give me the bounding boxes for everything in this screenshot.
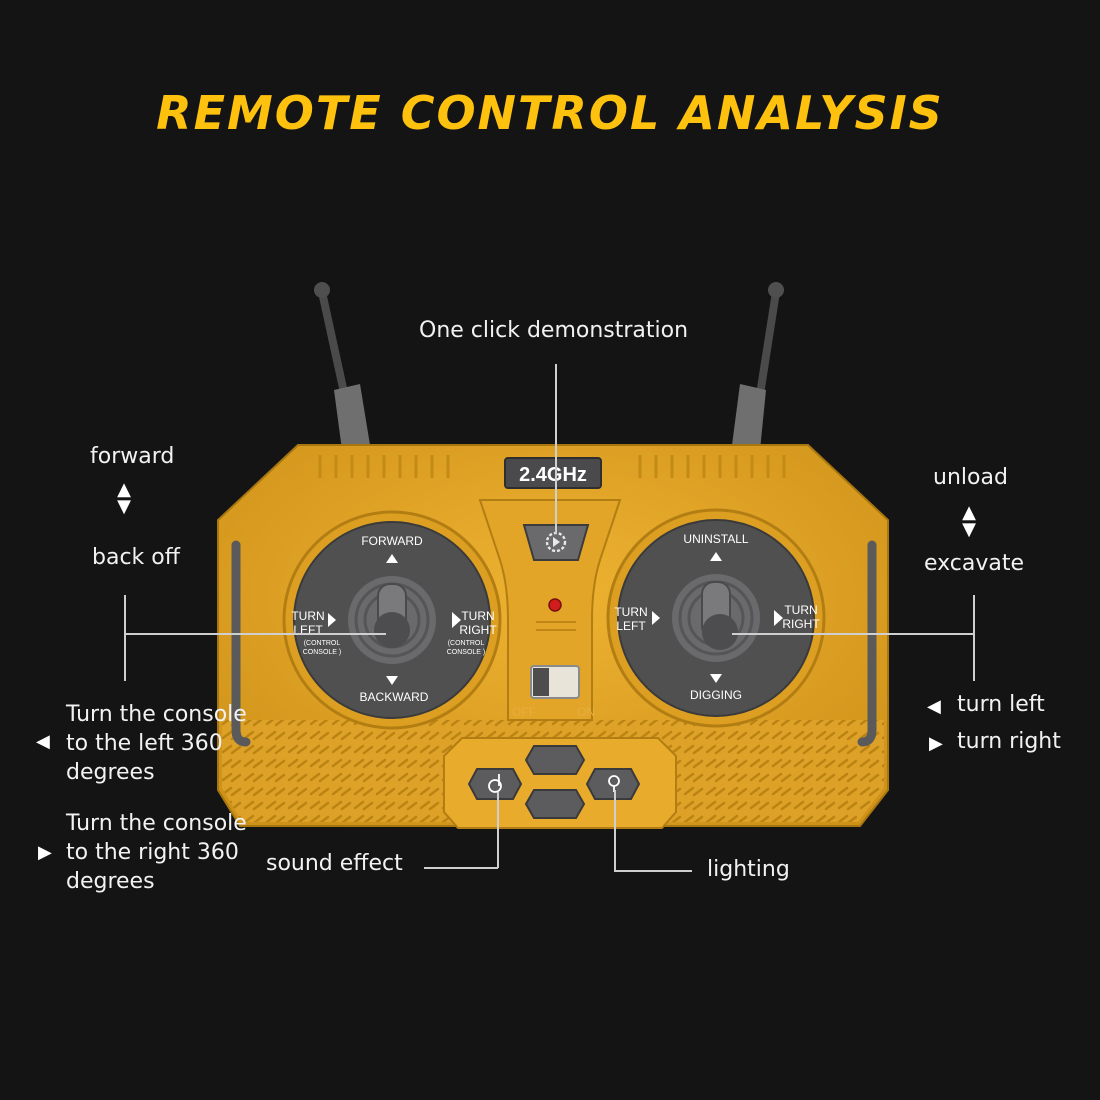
demo-callout: One click demonstration [419, 318, 689, 343]
lighting-leader-horizontal [614, 870, 692, 872]
console-right-callout: Turn the console to the right 360 degree… [66, 811, 247, 894]
sound-leader-vertical [497, 792, 499, 868]
left-joystick[interactable] [348, 576, 436, 664]
right-stick-leader-horizontal [732, 633, 974, 635]
right-joystick[interactable] [672, 574, 760, 662]
svg-text:TURN: TURN [614, 605, 647, 619]
down-button[interactable] [524, 789, 586, 819]
right-arrow-icon: ▶ [929, 733, 943, 754]
frequency-text: 2.4GHz [519, 464, 587, 486]
lighting-leader-vertical [614, 790, 616, 871]
svg-text:RIGHT: RIGHT [459, 623, 497, 637]
page-title: REMOTE CONTROL ANALYSIS [156, 86, 944, 140]
svg-text:CONSOLE ): CONSOLE ) [447, 649, 486, 656]
lighting-callout: lighting [707, 857, 790, 882]
svg-text:FORWARD: FORWARD [361, 534, 423, 548]
svg-text:RIGHT: RIGHT [782, 617, 820, 631]
demo-leader-line [555, 364, 557, 534]
excavate-callout: excavate [924, 551, 1025, 576]
frequency-badge [504, 457, 602, 489]
turn-right-callout: turn right [957, 729, 1061, 754]
left-arrow-icon: ◀ [36, 731, 50, 752]
switch-on-label: ON [577, 705, 595, 719]
up-down-arrow-icon: ▲▼ [962, 502, 976, 540]
right-stick-leader-vertical [973, 595, 975, 681]
svg-text:TURN: TURN [291, 609, 324, 623]
light-button[interactable] [585, 768, 641, 800]
right-grip [857, 540, 877, 747]
svg-text:BACKWARD: BACKWARD [360, 690, 429, 704]
svg-text:LEFT: LEFT [293, 623, 323, 637]
svg-text:CONSOLE ): CONSOLE ) [303, 649, 342, 656]
svg-text:TURN: TURN [461, 609, 494, 623]
up-button[interactable] [524, 745, 586, 775]
left-stick-leader-horizontal [124, 633, 386, 635]
up-down-arrow-icon: ▲▼ [117, 479, 131, 517]
power-switch[interactable] [530, 665, 580, 699]
right-antenna [732, 282, 784, 450]
svg-text:UNINSTALL: UNINSTALL [683, 532, 748, 546]
back-off-callout: back off [92, 545, 180, 570]
svg-text:TURN: TURN [784, 603, 817, 617]
svg-text:DIGGING: DIGGING [690, 688, 742, 702]
sound-effect-callout: sound effect [266, 851, 403, 876]
switch-off-label: OFF [512, 705, 536, 719]
left-stick-leader-vertical [124, 595, 126, 681]
sound-leader-horizontal [424, 867, 498, 869]
left-grip [231, 540, 251, 747]
turn-left-callout: turn left [957, 692, 1045, 717]
left-antenna [314, 282, 370, 450]
svg-text:(CONTROL: (CONTROL [304, 640, 341, 647]
forward-callout: forward [90, 444, 175, 469]
svg-text:(CONTROL: (CONTROL [448, 640, 485, 647]
right-arrow-icon: ▶ [38, 842, 52, 863]
console-left-callout: Turn the console to the left 360 degrees [66, 702, 247, 785]
unload-callout: unload [933, 465, 1008, 490]
svg-text:LEFT: LEFT [616, 619, 646, 633]
sound-icon [488, 774, 502, 793]
left-arrow-icon: ◀ [927, 696, 941, 717]
sound-button[interactable] [467, 768, 523, 800]
power-led [548, 598, 562, 612]
